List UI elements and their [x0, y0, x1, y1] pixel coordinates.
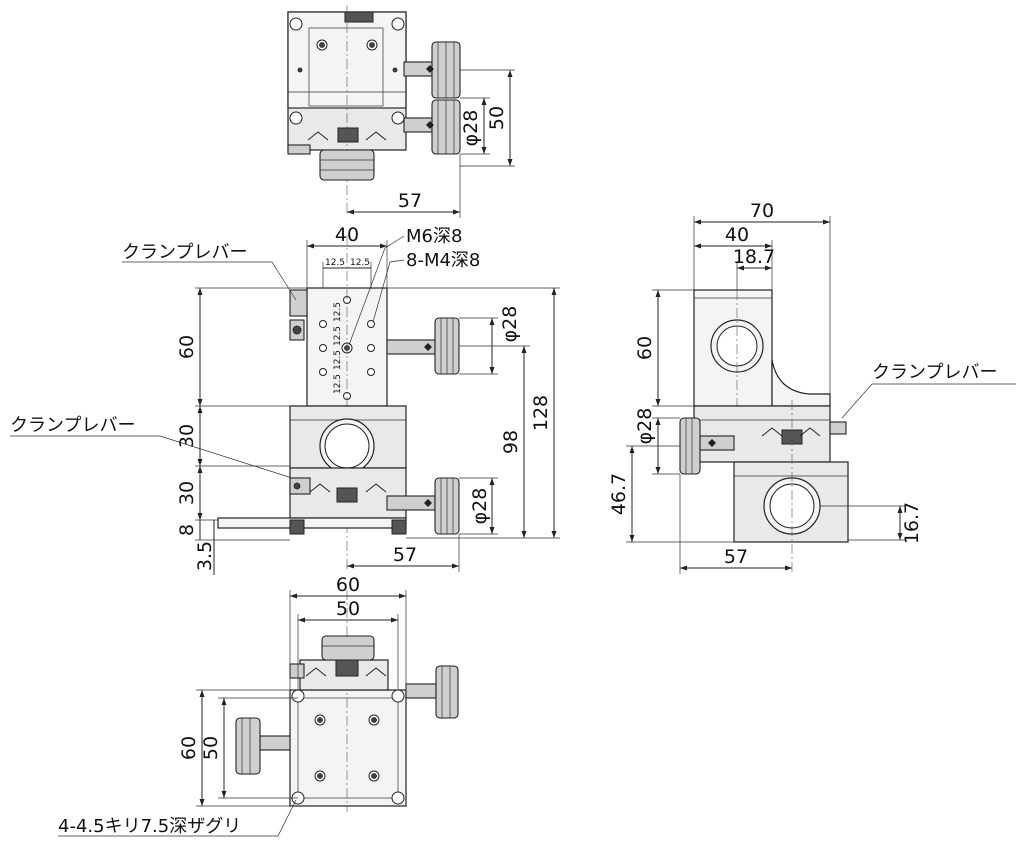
- bottom-dim-60-top: 60: [336, 574, 360, 596]
- side-dim-70: 70: [750, 200, 774, 222]
- side-dim-57: 57: [724, 546, 748, 568]
- side-dim-16-7: 16.7: [901, 502, 923, 544]
- bottom-dim-50-top: 50: [336, 598, 360, 620]
- side-dim-18-7: 18.7: [733, 246, 775, 268]
- bottom-dim-50-left: 50: [200, 736, 222, 760]
- top-dim-width: 57: [398, 190, 422, 212]
- front-dim-dia-upper: φ28: [499, 306, 521, 343]
- front-tap-m6: M6深8: [406, 226, 462, 247]
- front-pitch-v3: 12.5: [333, 350, 343, 370]
- front-dim-8: 8: [176, 524, 198, 536]
- front-dim-dia-lower: φ28: [469, 488, 491, 525]
- bottom-view: 60 50 60 50 4-4.5キリ7.5深ザグリ: [58, 574, 459, 837]
- front-dim-128: 128: [530, 395, 552, 431]
- front-pitch-a: 12.5: [325, 258, 345, 268]
- clamp-lever-upper-label: クランプレバー: [122, 242, 247, 263]
- top-view: 50 φ28 57: [287, 5, 515, 218]
- front-pitch-b: 12.5: [350, 258, 370, 268]
- mounting-hole-note: 4-4.5キリ7.5深ザグリ: [58, 816, 241, 837]
- front-dim-width-40: 40: [335, 224, 359, 246]
- front-pitch-v4: 12.5: [333, 374, 343, 394]
- side-clamp-lever-label: クランプレバー: [872, 362, 997, 383]
- side-view: 70 40 18.7 60 φ28 46.7 16.7 57 クランプレバー: [608, 200, 1016, 575]
- clamp-lever-lower-label: クランプレバー: [10, 415, 135, 436]
- side-dim-46-7: 46.7: [608, 473, 630, 515]
- front-dim-60: 60: [176, 335, 198, 359]
- front-pitch-v2: 12.5: [333, 326, 343, 346]
- top-dim-diameter: φ28: [460, 110, 482, 147]
- side-dim-diameter: φ28: [634, 408, 656, 445]
- front-dim-57: 57: [393, 544, 417, 566]
- front-dim-30-lower: 30: [176, 481, 198, 505]
- top-dim-height: 50: [486, 106, 508, 130]
- side-dim-60: 60: [634, 336, 656, 360]
- front-pitch-v1: 12.5: [333, 302, 343, 322]
- front-tap-m4: 8-M4深8: [406, 250, 480, 271]
- front-dim-30-upper: 30: [176, 424, 198, 448]
- side-dim-40: 40: [725, 224, 749, 246]
- front-dim-98: 98: [500, 430, 522, 454]
- front-view: 40 12.5 12.5 12.5 12.5 12.5 12.5 M6深8 8-…: [10, 224, 560, 575]
- bottom-dim-60-left: 60: [178, 736, 200, 760]
- front-dim-3-5: 3.5: [194, 541, 216, 571]
